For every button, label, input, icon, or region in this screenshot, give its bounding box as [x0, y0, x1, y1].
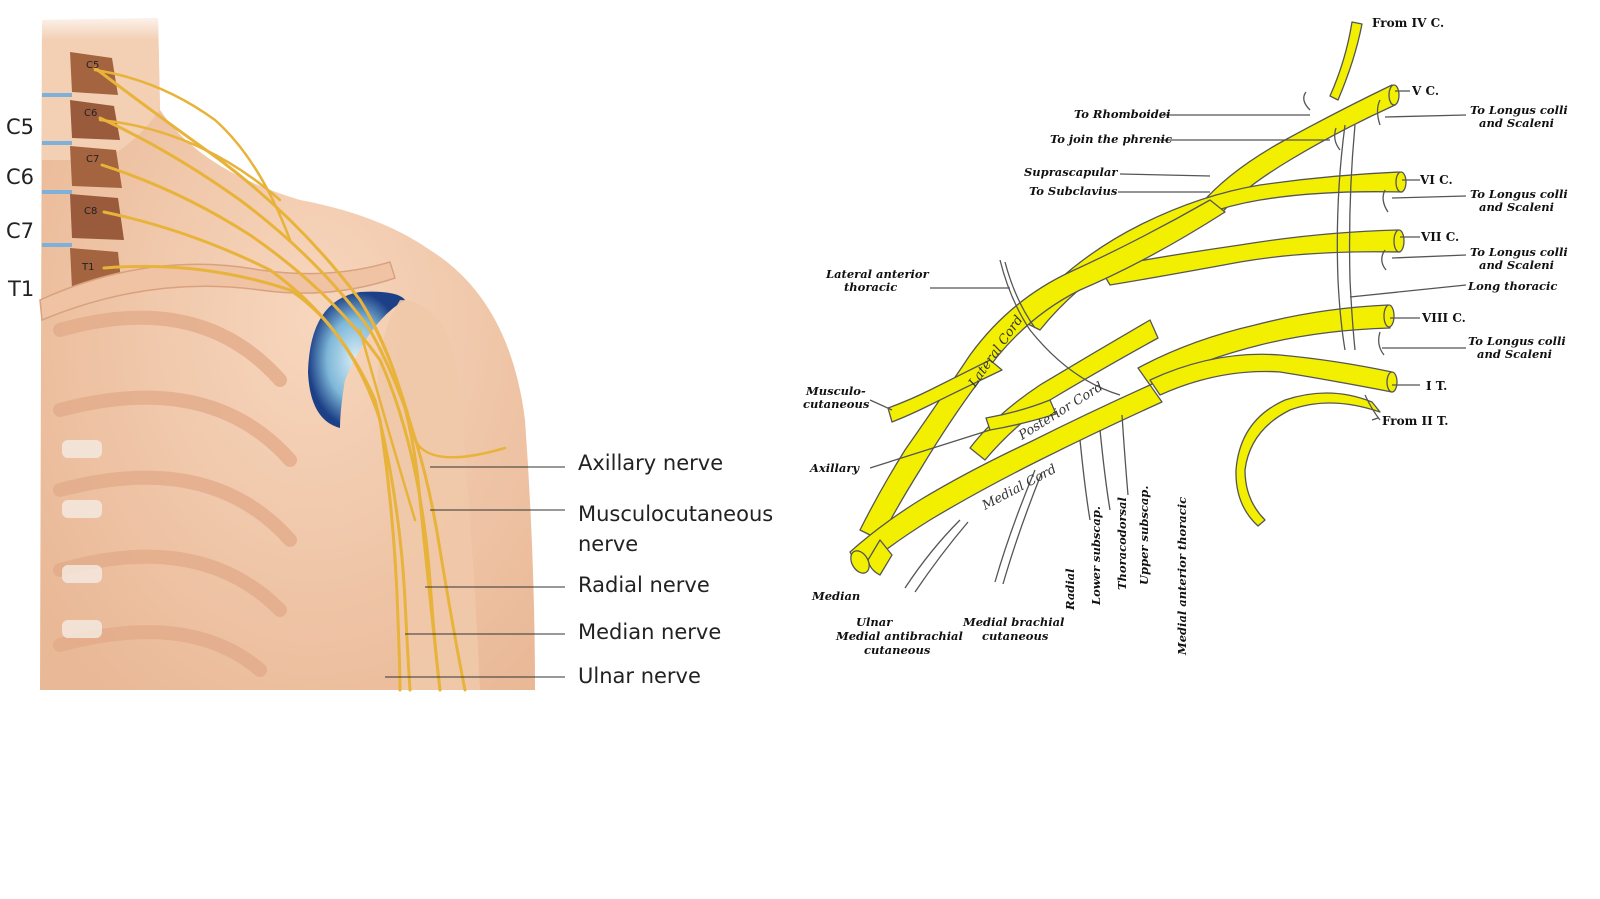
radial-nerve-label: Radial nerve [578, 573, 710, 597]
label-med-antibrachial-2: cutaneous [864, 643, 931, 657]
label-lat-ant-thoracic-1: Lateral anterior [825, 267, 930, 281]
spinal-level-c5: C5 [6, 115, 34, 139]
long-thoracic-branch-2 [1348, 124, 1356, 351]
label-root-v: V C. [1411, 84, 1439, 98]
label-med-ant-thoracic: Medial anterior thoracic [1175, 497, 1189, 656]
label-root-vi: VI C. [1419, 173, 1453, 187]
shoulder-anatomy-figure: C5 C6 C7 C8 T1 C5 C6 C7 T1 Axillary nerv… [6, 10, 773, 692]
label-from-ii: From II T. [1382, 414, 1448, 428]
label-longus-1b: and Scaleni [1479, 116, 1554, 130]
label-longus-2b: and Scaleni [1479, 200, 1554, 214]
label-phrenic: To join the phrenic [1050, 132, 1172, 146]
root-t1 [1149, 353, 1393, 396]
label-longus-4a: To Longus colli [1468, 334, 1566, 348]
label-med-antibrachial-1: Medial antibrachial [835, 629, 964, 643]
long-thoracic-branch [1336, 124, 1346, 351]
label-from-iv: From IV C. [1372, 16, 1444, 30]
spinal-level-c7: C7 [6, 219, 34, 243]
root-viii [1137, 304, 1391, 386]
label-root-t1: I T. [1426, 379, 1447, 393]
musculocutaneous-nerve-label: Musculocutaneous [578, 502, 773, 526]
label-ulnar: Ulnar [856, 615, 893, 629]
vertebra-mark-t1: T1 [81, 262, 94, 273]
root-from-iv [1329, 21, 1363, 101]
lateral-anterior-thoracic-branch [999, 259, 1121, 396]
ulnar-nerve-label: Ulnar nerve [578, 664, 701, 688]
label-long-thoracic: Long thoracic [1467, 279, 1557, 293]
label-longus-3b: and Scaleni [1479, 258, 1554, 272]
vertebra-mark-c5: C5 [86, 60, 99, 71]
label-median: Median [811, 589, 860, 603]
vertebra-mark-c6: C6 [84, 108, 97, 119]
label-root-vii: VII C. [1420, 230, 1459, 244]
label-musculo-1: Musculo- [805, 384, 866, 398]
label-root-viii: VIII C. [1421, 311, 1466, 325]
median-nerve-label: Median nerve [578, 620, 721, 644]
label-longus-4b: and Scaleni [1477, 347, 1552, 361]
brachial-plexus-diagram: Lateral Cord Posterior Cord Medial Cord [849, 21, 1467, 593]
label-longus-1a: To Longus colli [1470, 103, 1568, 117]
musculocutaneous-branch [887, 359, 1003, 423]
label-musculo-2: cutaneous [803, 397, 870, 411]
nerve-bundle [93, 66, 507, 692]
label-lower-subscap: Lower subscap. [1089, 506, 1103, 606]
label-axillary: Axillary [809, 461, 860, 475]
label-upper-subscap: Upper subscap. [1137, 486, 1151, 585]
label-lat-ant-thoracic-2: thoracic [844, 280, 897, 294]
label-subclavius: To Subclavius [1029, 184, 1118, 198]
musculocutaneous-nerve-label-line2: nerve [578, 532, 638, 556]
label-med-brachial-1: Medial brachial [962, 615, 1065, 629]
label-radial: Radial [1063, 568, 1077, 611]
root-vii [1099, 229, 1401, 286]
humeral-head [308, 291, 405, 428]
label-longus-3a: To Longus colli [1470, 245, 1568, 259]
label-med-brachial-2: cutaneous [982, 629, 1049, 643]
label-rhomboidei: To Rhomboidei [1074, 107, 1170, 121]
clavicle [39, 261, 396, 322]
label-suprascapular: Suprascapular [1024, 165, 1118, 179]
spinal-level-t1: T1 [7, 277, 34, 301]
costal-cartilage [62, 440, 102, 638]
label-thoracodorsal: Thoracodorsal [1115, 497, 1129, 590]
axillary-nerve-label: Axillary nerve [578, 451, 723, 475]
plexus-labels: From IV C. V C. VI C. VII C. VIII C. I T… [803, 16, 1568, 657]
vertebra-mark-c7: C7 [86, 154, 99, 165]
label-longus-2a: To Longus colli [1470, 187, 1568, 201]
spinal-level-c6: C6 [6, 165, 34, 189]
root-from-ii [1235, 392, 1381, 527]
vertebra-mark-c8: C8 [84, 206, 97, 217]
